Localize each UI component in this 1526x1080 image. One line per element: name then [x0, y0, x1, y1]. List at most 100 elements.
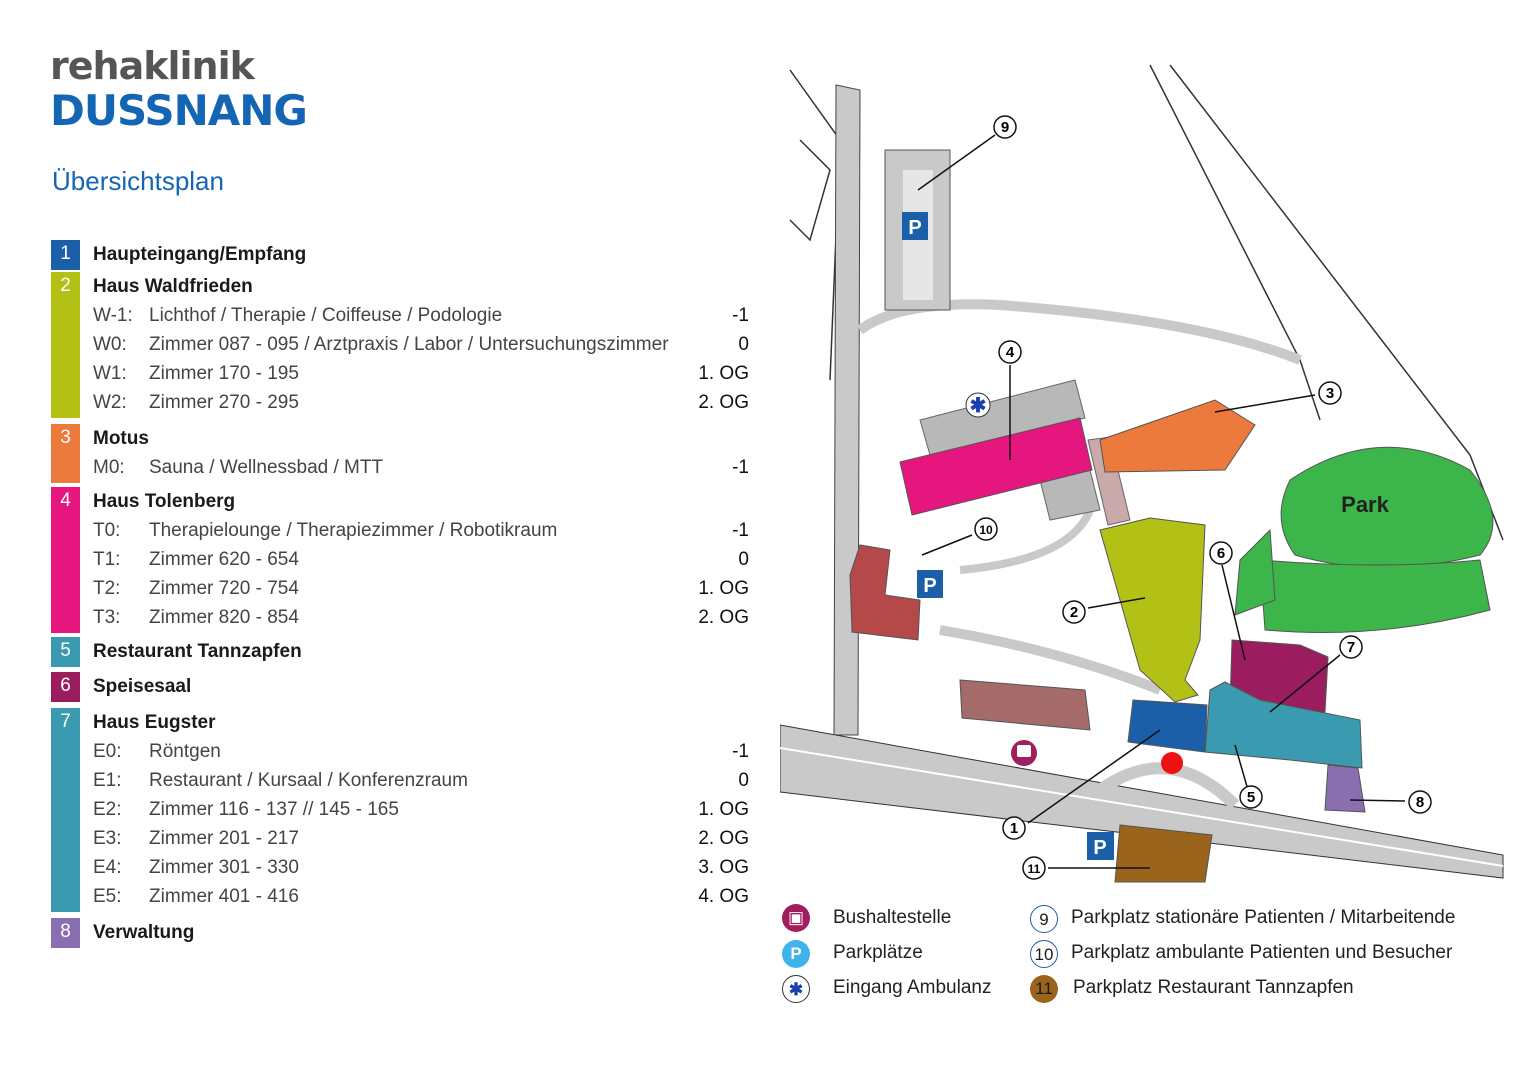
floor-level: 0 — [738, 770, 749, 791]
floor-code: T3: — [93, 607, 121, 628]
callout-circle-10 — [974, 517, 998, 541]
parking-10-marker: P — [923, 575, 936, 597]
section-number: 5 — [60, 640, 71, 661]
legend-row: T0: Therapielounge / Therapiezimmer / Rob… — [93, 516, 753, 545]
section-number: 4 — [60, 490, 71, 511]
svg-text:✱: ✱ — [970, 395, 987, 417]
building-4-tolenberg — [899, 417, 1093, 516]
floor-code: T2: — [93, 578, 121, 599]
bus-stop-map-icon — [1011, 740, 1037, 766]
legend-bus: Bushaltestelle — [833, 907, 952, 928]
floor-code: W0: — [93, 334, 127, 355]
callout-number-7: 7 — [1347, 639, 1355, 656]
floor-level: 1. OG — [698, 363, 749, 384]
section-title: Restaurant Tannzapfen — [93, 641, 302, 662]
callout-circle-3 — [1318, 381, 1342, 405]
park-label: Park — [1341, 492, 1389, 517]
bus-stop-icon: ▣ — [782, 904, 810, 932]
floor-description: Zimmer 620 - 654 — [149, 549, 299, 570]
section-title: Haus Eugster — [93, 712, 216, 733]
floor-description: Zimmer 116 - 137 // 145 - 165 — [149, 799, 399, 820]
floor-level: 0 — [738, 334, 749, 355]
color-bar: 7 — [51, 708, 80, 912]
floor-code: E4: — [93, 857, 122, 878]
floor-code: E0: — [93, 741, 122, 762]
floor-description: Zimmer 170 - 195 — [149, 363, 299, 384]
floor-description: Zimmer 401 - 416 — [149, 886, 299, 907]
color-bar: 1 — [51, 240, 80, 270]
floor-level: -1 — [732, 457, 749, 478]
floor-level: 1. OG — [698, 799, 749, 820]
callout-number-2: 2 — [1070, 604, 1078, 621]
floor-level: 2. OG — [698, 828, 749, 849]
callout-circle-5 — [1239, 785, 1263, 809]
section-number: 6 — [60, 675, 71, 696]
callout-circle-9 — [993, 115, 1017, 139]
floor-description: Restaurant / Kursaal / Konferenzraum — [149, 770, 468, 791]
floor-code: E5: — [93, 886, 122, 907]
callout-number-8: 8 — [1416, 794, 1424, 811]
callout-number-4: 4 — [1006, 344, 1015, 361]
section-title: Haus Waldfrieden — [93, 276, 253, 297]
callout-9-icon: 9 — [1030, 905, 1058, 933]
floor-description: Zimmer 820 - 854 — [149, 607, 299, 628]
floor-level: 4. OG — [698, 886, 749, 907]
legend-row: W0: Zimmer 087 - 095 / Arztpraxis / Labor… — [93, 330, 753, 359]
section-title: Haus Tolenberg — [93, 491, 236, 512]
section-number: 2 — [60, 275, 71, 296]
parking-11-marker: P — [1093, 837, 1106, 859]
floor-description: Zimmer 087 - 095 / Arztpraxis / Labor / … — [149, 334, 669, 355]
legend-row: M0:Sauna / Wellnessbad / MTT-1 — [93, 453, 753, 482]
floor-code: T0: — [93, 520, 121, 541]
floor-level: -1 — [732, 741, 749, 762]
callout-circle-1 — [1002, 816, 1026, 840]
section-number: 7 — [60, 711, 71, 732]
location-dot-icon — [1161, 752, 1183, 774]
color-bar: 8 — [51, 918, 80, 948]
legend-section-8: 8 Verwaltung — [51, 918, 753, 948]
floor-description: Therapielounge / Therapiezimmer / Roboti… — [149, 520, 558, 541]
ambulance-map-icon: ✱ — [965, 392, 991, 418]
building-5-7-eugster — [1204, 681, 1363, 769]
legend-p10: Parkplatz ambulante Patienten und Besuch… — [1071, 942, 1453, 963]
floor-code: E3: — [93, 828, 122, 849]
section-title: Speisesaal — [93, 676, 192, 697]
callout-circle-7 — [1339, 635, 1363, 659]
floor-description: Zimmer 270 - 295 — [149, 392, 299, 413]
floor-code: E2: — [93, 799, 122, 820]
callout-number-6: 6 — [1217, 545, 1225, 562]
legend-section-6: 6 Speisesaal — [51, 672, 753, 702]
color-bar: 4 — [51, 487, 80, 633]
section-title: Motus — [93, 428, 149, 449]
legend-section-1: 1 Haupteingang/Empfang — [51, 240, 753, 270]
callout-circle-2 — [1062, 600, 1086, 624]
callout-number-5: 5 — [1247, 789, 1255, 806]
section-number: 3 — [60, 427, 71, 448]
legend-row: E0:Röntgen-1 — [93, 737, 753, 766]
floor-code: W2: — [93, 392, 127, 413]
legend-row: W-1:Lichthof / Therapie / Coiffeuse / Po… — [93, 301, 753, 330]
section-number: 1 — [60, 243, 71, 264]
floor-code: E1: — [93, 770, 122, 791]
floor-description: Zimmer 301 - 330 — [149, 857, 299, 878]
floor-level: -1 — [732, 305, 749, 326]
color-bar: 6 — [51, 672, 80, 702]
callout-circle-11 — [1022, 856, 1046, 880]
legend-row: W2: Zimmer 270 - 295 2. OG — [93, 388, 753, 417]
ambulance-icon: ✱ — [782, 975, 810, 1003]
parking-icon: P — [782, 940, 810, 968]
callout-number-11: 11 — [1028, 862, 1041, 876]
floor-level: 2. OG — [698, 392, 749, 413]
floor-level: 3. OG — [698, 857, 749, 878]
color-bar: 5 — [51, 637, 80, 667]
page-title: Übersichtsplan — [52, 166, 224, 196]
logo-line2: DUSSNANG — [50, 86, 308, 135]
